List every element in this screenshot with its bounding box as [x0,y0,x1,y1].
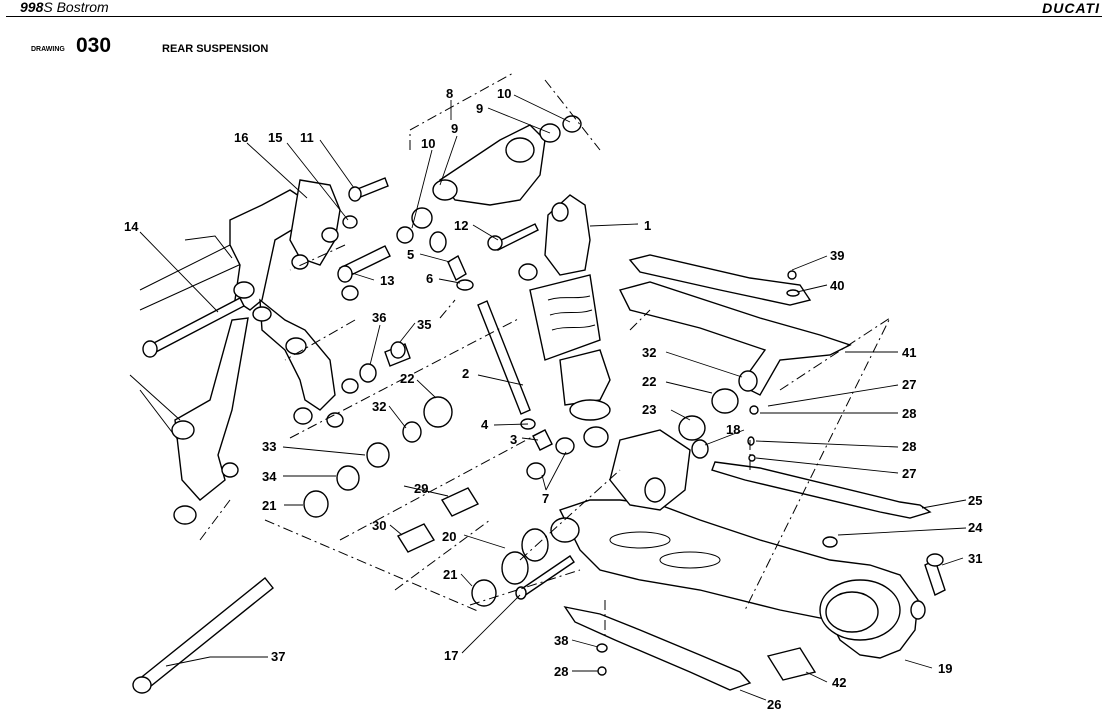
callout-39: 39 [830,248,844,263]
callout-16: 16 [234,130,248,145]
callout-3: 3 [510,432,517,447]
callout-24: 24 [968,520,983,535]
callout-33: 33 [262,439,276,454]
long-bolt [142,297,245,358]
callout-17: 17 [444,648,458,663]
callout-5: 5 [407,247,414,262]
assembly-lines [199,71,892,640]
swingarm [550,429,926,659]
callout-36: 36 [372,310,386,325]
chain-slider [711,461,932,519]
callout-10-top: 10 [497,86,511,101]
callout-32-right: 32 [642,345,656,360]
center-parts [396,487,575,607]
callout-35: 35 [417,317,431,332]
callout-27-bottom: 27 [902,466,916,481]
callout-13: 13 [380,273,394,288]
model-name: 998S Bostrom [20,0,109,15]
callout-4: 4 [481,417,489,432]
callout-8: 8 [446,86,453,101]
callout-20: 20 [442,529,456,544]
callout-26: 26 [767,697,781,712]
callout-42: 42 [832,675,846,690]
shock-absorber [518,194,611,448]
leader-lines [139,94,967,701]
callout-34: 34 [262,469,277,484]
callout-10-mid: 10 [421,136,435,151]
pull-rod [429,231,575,480]
callout-22-right: 22 [642,374,656,389]
callout-29: 29 [414,481,428,496]
frame-hardware [337,177,391,301]
callout-25: 25 [968,493,982,508]
callout-38: 38 [554,633,568,648]
drawing-label: DRAWING [31,46,65,53]
callout-18: 18 [726,422,740,437]
header-rule [6,16,1102,17]
rocker-linkage [396,115,582,251]
callout-6: 6 [426,271,433,286]
callout-15: 15 [268,130,282,145]
callout-27-top: 27 [902,377,916,392]
callout-28-top: 28 [902,406,916,421]
drawing-number: 030 [76,34,112,57]
callout-37: 37 [271,649,285,664]
callout-labels: 1 2 3 4 5 6 7 8 9 9 10 10 11 12 13 14 15… [124,86,983,712]
bushes-left [303,341,453,518]
callout-32-left: 32 [372,399,386,414]
callout-41: 41 [902,345,916,360]
callout-22-left: 22 [400,371,414,386]
swingarm-pin [132,577,274,694]
callout-30: 30 [372,518,386,533]
callout-2: 2 [462,366,469,381]
frame-drawing [129,179,359,525]
callout-31: 31 [968,551,982,566]
callout-9-top: 9 [476,101,483,116]
callout-40: 40 [830,278,844,293]
drawing-title: REAR SUSPENSION [162,43,269,55]
callout-14: 14 [124,219,139,234]
lower-parts [563,536,946,691]
header-bar: 998S Bostrom DUCATI [0,0,1110,18]
callout-19: 19 [938,661,952,676]
callout-28-mid: 28 [902,439,916,454]
chain-guard [618,254,852,396]
callout-21-left: 21 [262,498,276,513]
callout-1: 1 [644,218,651,233]
callout-28-bottom: 28 [554,664,568,679]
callout-7: 7 [542,491,549,506]
callout-12: 12 [454,218,468,233]
bushes-right [678,370,759,462]
callout-11: 11 [300,130,314,145]
callout-9-mid: 9 [451,121,458,136]
callout-23: 23 [642,402,656,417]
callout-21-center: 21 [443,567,457,582]
brand-logo: DUCATI [1042,0,1100,16]
